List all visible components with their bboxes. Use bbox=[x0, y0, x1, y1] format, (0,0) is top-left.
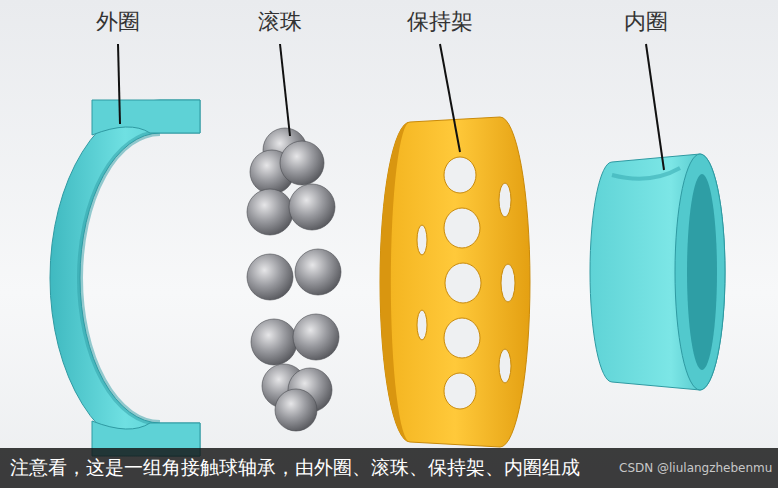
part-label: 保持架 bbox=[407, 10, 473, 34]
part-label: 滚珠 bbox=[258, 10, 302, 34]
part-label: 内圈 bbox=[624, 10, 668, 34]
part-label: 外圈 bbox=[96, 10, 140, 34]
subtitle-text: 注意看，这是一组角接触球轴承，由外圈、滚珠、保持架、内圈组成 bbox=[10, 457, 580, 478]
watermark: CSDN @liulangzhebenmu bbox=[619, 462, 772, 475]
